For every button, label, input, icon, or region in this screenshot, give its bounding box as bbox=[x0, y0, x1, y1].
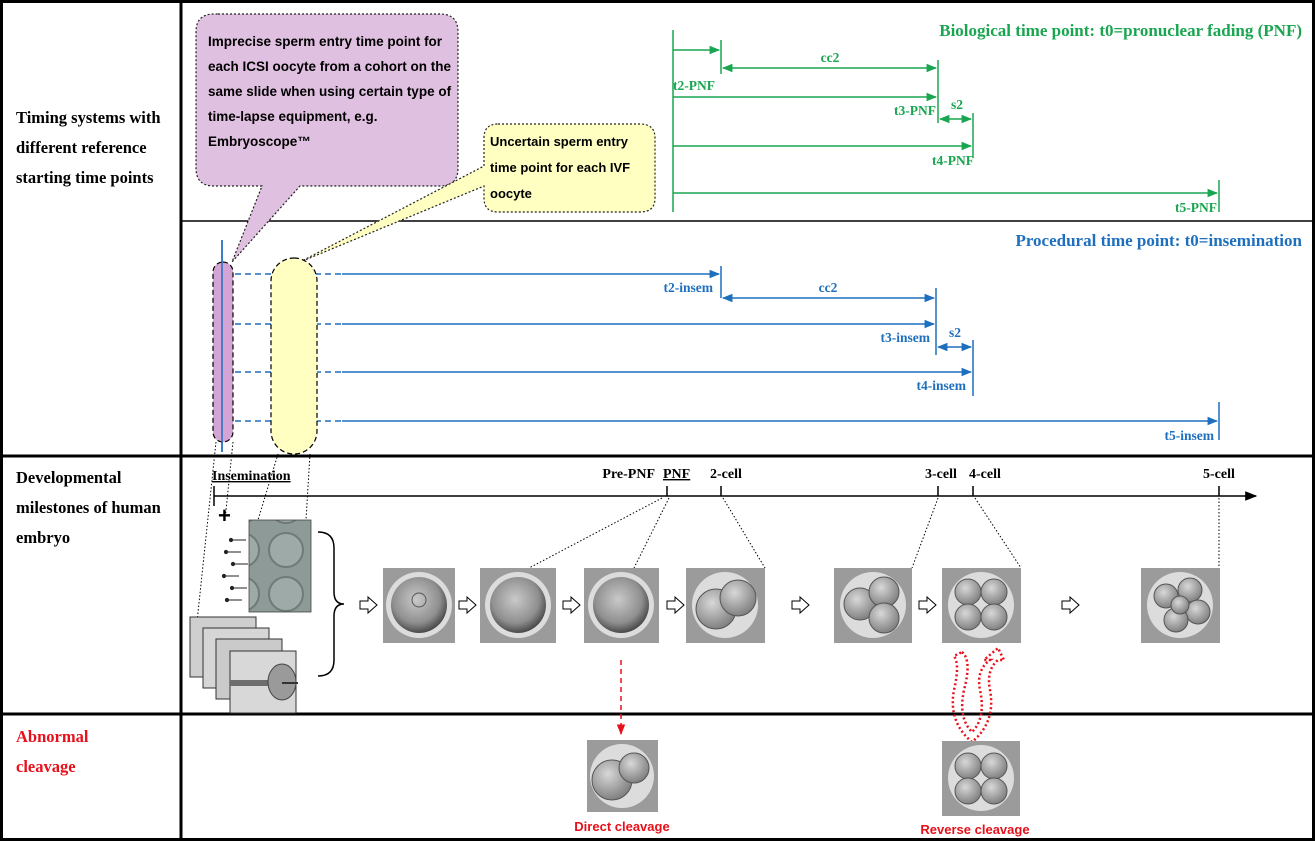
milestone-4-cell: 4-cell bbox=[969, 467, 1001, 482]
milestone-5-cell: 5-cell bbox=[1203, 467, 1235, 482]
milestone-2-cell: 2-cell bbox=[710, 467, 742, 482]
reverse-cleavage-arrow bbox=[951, 646, 1007, 744]
row-label-abnormal: Abnormal cleavage bbox=[16, 727, 89, 776]
bio-title: Biological time point: t0=pronuclear fad… bbox=[939, 21, 1302, 40]
proc-s2-label: s2 bbox=[949, 325, 961, 340]
procedural-timeline bbox=[215, 240, 1220, 452]
direct-cleavage-label: Direct cleavage bbox=[574, 819, 669, 834]
milestone-insemination: Insemination bbox=[212, 469, 291, 484]
embryo-image-3-cell bbox=[834, 568, 912, 643]
proc-t2-label: t2-insem bbox=[664, 280, 714, 295]
icsi-callout-text: Imprecise sperm entry time point for eac… bbox=[208, 34, 452, 149]
embryo-image-pnf bbox=[584, 568, 659, 643]
milestone-pre-pnf: Pre-PNF bbox=[602, 467, 655, 482]
stage-arrows bbox=[359, 595, 1080, 615]
milestone-3-cell: 3-cell bbox=[925, 467, 957, 482]
reverse-cleavage-image bbox=[942, 741, 1020, 816]
ivf-uncertainty-region bbox=[270, 257, 318, 455]
biological-timeline bbox=[672, 30, 1220, 212]
brace bbox=[317, 531, 345, 677]
proc-t5-label: t5-insem bbox=[1165, 428, 1215, 443]
svg-text:+: + bbox=[218, 503, 231, 528]
embryo-image-zygote-2 bbox=[480, 568, 556, 643]
icsi-uncertainty-region bbox=[212, 261, 234, 443]
ivf-callout-text: Uncertain sperm entry time point for eac… bbox=[490, 134, 631, 201]
reverse-cleavage-label: Reverse cleavage bbox=[920, 822, 1029, 837]
proc-cc2-label: cc2 bbox=[819, 280, 838, 295]
bio-t5-label: t5-PNF bbox=[1175, 200, 1217, 215]
proc-t4-label: t4-insem bbox=[917, 378, 967, 393]
insemination-plus-sign: + bbox=[218, 503, 231, 528]
row-label-timing: Timing systems with different reference … bbox=[16, 108, 161, 187]
row-label-milestones: Developmental milestones of human embryo bbox=[16, 468, 161, 547]
embryo-image-2-cell bbox=[686, 568, 765, 643]
bio-t2-label: t2-PNF bbox=[673, 78, 715, 93]
icsi-callout-bubble bbox=[195, 13, 459, 263]
embryo-image-4-cell bbox=[942, 568, 1021, 643]
embryo-image-zygote-1 bbox=[383, 568, 455, 643]
bio-t3-label: t3-PNF bbox=[894, 103, 936, 118]
embryo-image-5-cell bbox=[1141, 568, 1220, 643]
ivf-callout-bubble bbox=[299, 123, 656, 263]
proc-t3-label: t3-insem bbox=[881, 330, 931, 345]
bio-s2-label: s2 bbox=[951, 97, 963, 112]
bio-t4-label: t4-PNF bbox=[932, 153, 974, 168]
ivf-dish-image bbox=[248, 519, 312, 613]
direct-cleavage-image bbox=[587, 740, 658, 812]
sperm-icon bbox=[221, 537, 248, 603]
bio-cc2-label: cc2 bbox=[821, 50, 840, 65]
proc-title: Procedural time point: t0=insemination bbox=[1015, 231, 1302, 250]
icsi-pipette-images bbox=[189, 616, 298, 714]
milestone-pnf: PNF bbox=[663, 467, 690, 482]
